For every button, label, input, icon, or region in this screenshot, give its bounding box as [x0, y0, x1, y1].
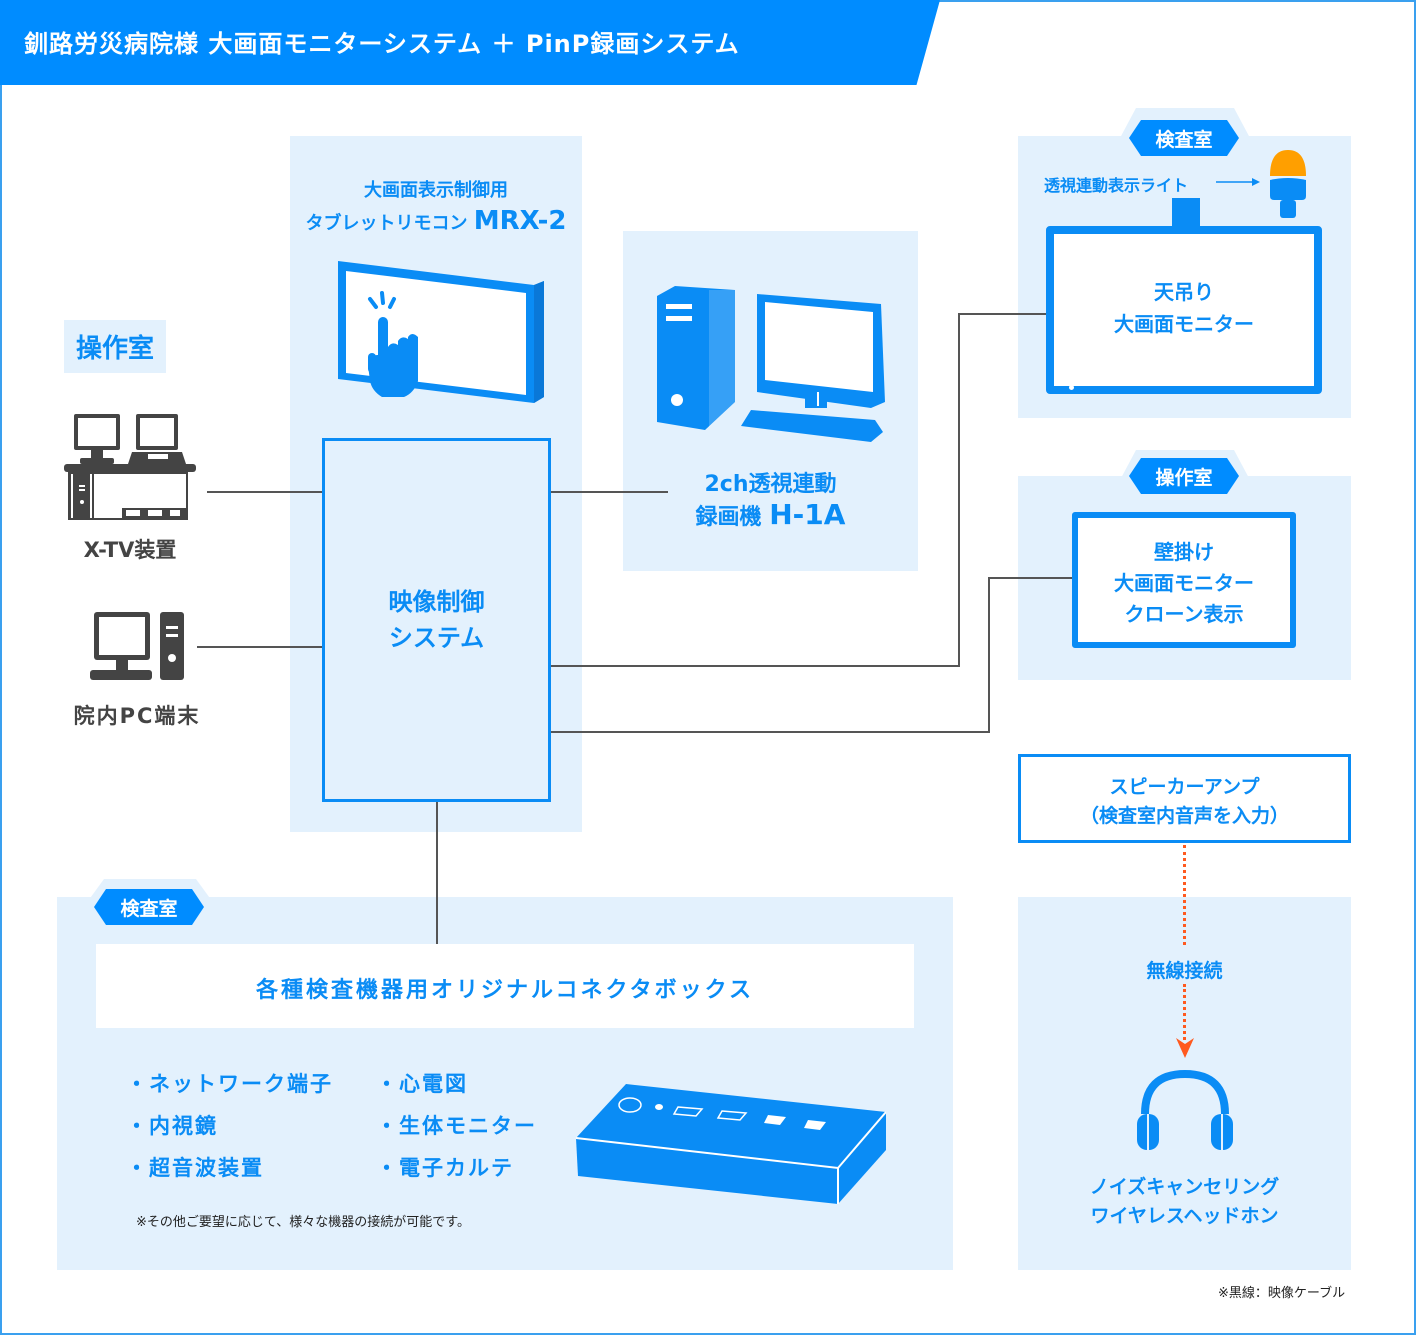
device-item: ・生体モニター [376, 1114, 537, 1138]
monitor-power-dot [1069, 385, 1074, 390]
device-item: ・内視鏡 [126, 1114, 218, 1138]
page-title: 釧路労災病院様 大画面モニターシステム ＋ PinP録画システム [24, 30, 740, 58]
wall-monitor-line1: 壁掛け [1154, 540, 1214, 564]
device-item: ・超音波装置 [126, 1156, 264, 1180]
operation-room-label: 操作室 [64, 320, 167, 373]
wall-monitor-line2: 大画面モニター [1114, 571, 1254, 595]
indicator-light-label: 透視連動表示ライト [1044, 176, 1189, 195]
device-item: ・心電図 [376, 1072, 468, 1096]
tablet-panel [290, 136, 582, 832]
tablet-model: MRX-2 [473, 206, 567, 236]
cable-wall-monitor-a [550, 731, 990, 733]
device-item: ・電子カルテ [376, 1156, 514, 1180]
recorder-label-prefix: 録画機 [695, 505, 770, 530]
operation-room-right-tab: 操作室 [1129, 458, 1239, 494]
pc-label: 院内PC端末 [73, 704, 201, 728]
cable-connector-box [436, 800, 438, 944]
headphones-panel [1018, 897, 1351, 1270]
headphones-line1: ノイズキャンセリング [1089, 1176, 1280, 1198]
indicator-light-icon [1270, 150, 1306, 218]
tablet-label-line1: 大画面表示制御用 [364, 180, 508, 201]
arrow-down-icon [1176, 1038, 1194, 1058]
speaker-amp-box [1018, 754, 1351, 843]
desktop-computer-icon [657, 286, 885, 442]
wireless-link-upper [1183, 845, 1186, 945]
title-bar [0, 0, 940, 85]
legend-note: ※黒線：映像ケーブル [1218, 1286, 1346, 1301]
cable-ceiling-monitor-b [958, 313, 960, 667]
video-control-system-box [322, 438, 551, 802]
wall-monitor-box [1072, 512, 1296, 648]
exam-room-top-tab: 検査室 [1129, 120, 1239, 156]
cable-xtv [207, 491, 323, 493]
cable-recorder [550, 491, 668, 493]
wireless-label: 無線接続 [1146, 960, 1223, 982]
device-item: ・ネットワーク端子 [126, 1072, 333, 1096]
headphones-icon [1137, 1070, 1233, 1150]
desktop-pc-icon [90, 612, 184, 680]
workstation-desk-icon [64, 414, 196, 520]
video-control-line2: システム [388, 624, 485, 652]
connector-box-title: 各種検査機器用オリジナルコネクタボックス [255, 978, 755, 1003]
speaker-amp-line2: （検査室内音声を入力） [1079, 805, 1289, 827]
ceiling-monitor-box [1046, 226, 1322, 394]
ceiling-monitor-line2: 大画面モニター [1114, 312, 1254, 336]
recorder-label-line2: 録画機 H-1A [623, 498, 918, 531]
xtv-label: X-TV装置 [83, 538, 177, 562]
wireless-link-lower [1183, 984, 1186, 1040]
speaker-amp-line1: スピーカーアンプ [1109, 776, 1260, 798]
ceiling-monitor-line1: 天吊り [1154, 280, 1214, 304]
headphones-line2: ワイヤレスヘッドホン [1090, 1205, 1279, 1227]
touch-tablet-icon [338, 261, 544, 403]
cable-ceiling-monitor-a [550, 665, 960, 667]
tablet-label-prefix: タブレットリモコン [305, 213, 474, 234]
video-control-line1: 映像制御 [388, 588, 485, 616]
device-footnote: ※その他ご要望に応じて、様々な機器の接続が可能です。 [136, 1215, 470, 1230]
connector-box-title-bar [96, 944, 914, 1028]
exam-room-bottom-tab: 検査室 [94, 889, 204, 925]
cable-ceiling-monitor-c [958, 313, 1048, 315]
cable-wall-monitor-c [988, 577, 1074, 579]
connector-box-icon [575, 1084, 886, 1204]
wall-monitor-line3: クローン表示 [1124, 602, 1244, 626]
tablet-label-line2: タブレットリモコン MRX-2 [290, 206, 582, 236]
cable-pc [197, 646, 323, 648]
recorder-label-line1: 2ch透視連動 [704, 472, 837, 497]
recorder-model: H-1A [769, 498, 846, 531]
cable-wall-monitor-b [988, 577, 990, 733]
arrow-right-icon [1216, 178, 1260, 186]
monitor-mount [1172, 198, 1200, 228]
